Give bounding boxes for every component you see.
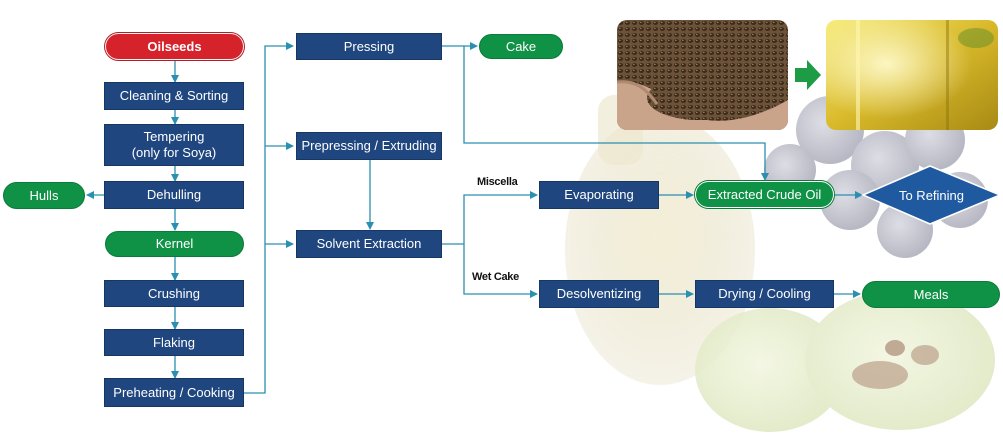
node-kernel-label: Kernel <box>155 236 194 251</box>
node-meals-label: Meals <box>913 286 949 302</box>
green-arrow-icon <box>795 60 821 90</box>
node-solvent-extraction: Solvent Extraction <box>296 230 442 258</box>
arrow-pressing-crude-oil <box>463 46 769 181</box>
node-cake: Cake <box>479 34 563 59</box>
node-evaporating: Evaporating <box>539 181 659 209</box>
node-flaking-label: Flaking <box>153 334 195 350</box>
node-crushing: Crushing <box>104 280 244 307</box>
lime-slices <box>695 290 995 432</box>
node-crude-oil-label: Extracted Crude Oil <box>707 186 822 202</box>
node-tempering-note: (only for Soya) <box>131 145 217 160</box>
node-flaking: Flaking <box>104 329 244 356</box>
arrow-preheating-pressing <box>244 42 294 394</box>
refining-diamond-shape <box>861 165 1002 225</box>
node-dehulling-label: Dehulling <box>146 187 202 202</box>
node-refining-label: To Refining <box>898 187 965 203</box>
node-tempering-label: Tempering <box>143 129 205 144</box>
arrow-solvent-evaporating <box>442 191 538 245</box>
node-preheating-label: Preheating / Cooking <box>113 384 235 400</box>
node-prepressing-extruding: Prepressing / Extruding <box>296 132 442 160</box>
node-pressing: Pressing <box>296 33 442 60</box>
oil-bottle-photo <box>826 20 998 130</box>
node-extracted-crude-oil: Extracted Crude Oil <box>695 181 834 208</box>
node-drying-label: Drying / Cooling <box>718 286 811 301</box>
node-to-refining: To Refining <box>863 181 1000 209</box>
node-preheating-cooking: Preheating / Cooking <box>104 378 244 407</box>
node-cleaning-label: Cleaning & Sorting <box>119 88 229 103</box>
node-desolventizing-label: Desolventizing <box>556 286 642 301</box>
node-oilseeds: Oilseeds <box>105 33 244 60</box>
node-prepressing-label: Prepressing / Extruding <box>301 138 437 153</box>
node-hulls: Hulls <box>3 182 85 209</box>
node-dehulling: Dehulling <box>104 181 244 209</box>
node-hulls-label: Hulls <box>29 187 59 203</box>
node-pressing-label: Pressing <box>343 38 395 54</box>
node-drying-cooling: Drying / Cooling <box>695 280 834 308</box>
node-solvent-label: Solvent Extraction <box>316 236 422 251</box>
node-kernel: Kernel <box>105 231 244 257</box>
node-oilseeds-label: Oilseeds <box>147 38 202 54</box>
label-miscella: Miscella <box>477 176 518 188</box>
node-tempering: Tempering (only for Soya) <box>104 124 244 166</box>
arrow-solvent-desolventizing <box>463 244 538 298</box>
node-cake-label: Cake <box>505 38 537 54</box>
node-crushing-label: Crushing <box>147 285 201 301</box>
label-wet-cake: Wet Cake <box>472 271 519 283</box>
node-evaporating-label: Evaporating <box>564 187 634 202</box>
node-desolventizing: Desolventizing <box>539 280 659 308</box>
node-meals: Meals <box>862 281 1000 308</box>
node-cleaning-sorting: Cleaning & Sorting <box>104 82 244 110</box>
seeds-in-hand-photo <box>617 20 788 130</box>
